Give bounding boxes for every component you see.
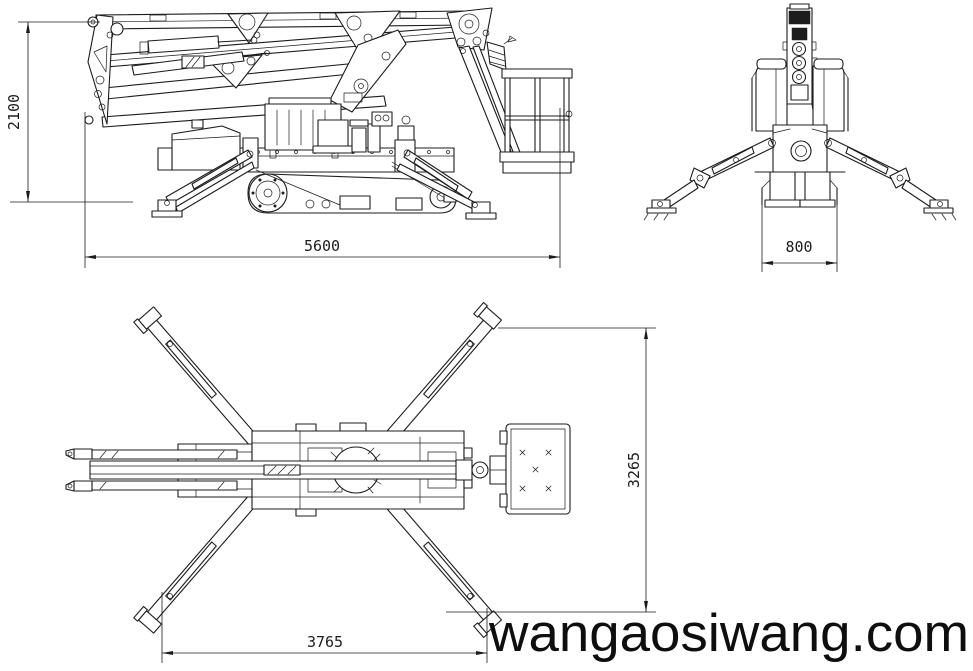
dimension-label-3265: 3265 (625, 452, 643, 488)
watermark-text: wangaosiwang.com (488, 604, 969, 663)
dimension-label-3765: 3765 (307, 633, 343, 651)
dimension-label-800: 800 (785, 238, 812, 256)
top-outrigger-top-left (133, 306, 264, 451)
dimension-front-width: 800 (761, 205, 838, 272)
top-outrigger-top-right (376, 301, 503, 451)
basket-floor-marks (519, 449, 552, 492)
dimension-top-width: 3265 (446, 327, 656, 613)
front-view-drawing (643, 3, 957, 221)
top-outrigger-bottom-right (376, 489, 503, 639)
dimension-label-5600: 5600 (304, 237, 340, 255)
side-view-drawing (84, 7, 575, 220)
dimension-top-length: 3765 (161, 592, 488, 663)
dimension-label-2100: 2100 (5, 94, 23, 130)
dimension-side-length: 5600 (84, 108, 561, 268)
dimension-side-height: 2100 (5, 21, 133, 203)
top-view-drawing (65, 301, 571, 639)
top-outrigger-bottom-left (133, 489, 264, 634)
